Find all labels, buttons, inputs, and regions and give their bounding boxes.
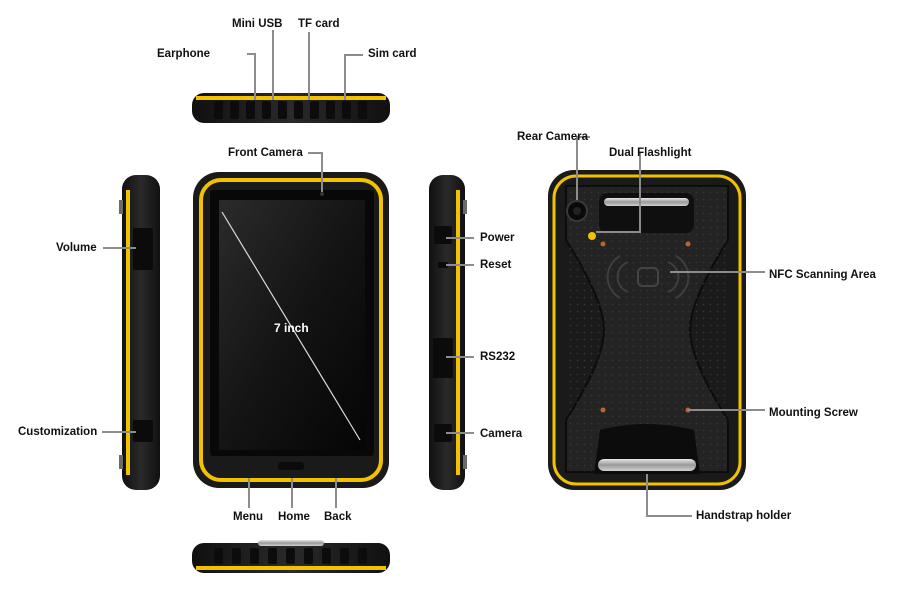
bottom-edge-view [192, 540, 390, 573]
customization-label: Customization [18, 426, 98, 438]
screen-size-label: 7 inch [274, 321, 309, 335]
home-label: Home [278, 511, 310, 523]
tf-card-label: TF card [298, 18, 340, 30]
mini-usb-label: Mini USB [232, 18, 283, 30]
earphone-label: Earphone [157, 48, 211, 60]
back-label: Back [324, 511, 352, 523]
nfc-area-label: NFC Scanning Area [769, 269, 876, 281]
dual-flashlight-label: Dual Flashlight [609, 147, 692, 159]
top-edge-view [192, 93, 390, 123]
menu-label: Menu [233, 511, 264, 523]
mounting-screw-label: Mounting Screw [769, 407, 858, 419]
front-camera-label: Front Camera [228, 147, 303, 159]
camera-label: Camera [480, 428, 523, 440]
volume-label: Volume [56, 242, 97, 254]
sim-card-label: Sim card [368, 48, 417, 60]
rs232-label: RS232 [480, 351, 516, 363]
right-side-view [429, 175, 467, 490]
power-label: Power [480, 232, 515, 244]
back-view [548, 170, 746, 490]
rear-camera-label: Rear Camera [517, 131, 588, 143]
left-side-view [119, 175, 160, 490]
front-view [193, 172, 389, 488]
leader-lines [102, 30, 765, 517]
reset-label: Reset [480, 259, 512, 271]
handstrap-holder-label: Handstrap holder [696, 510, 792, 522]
